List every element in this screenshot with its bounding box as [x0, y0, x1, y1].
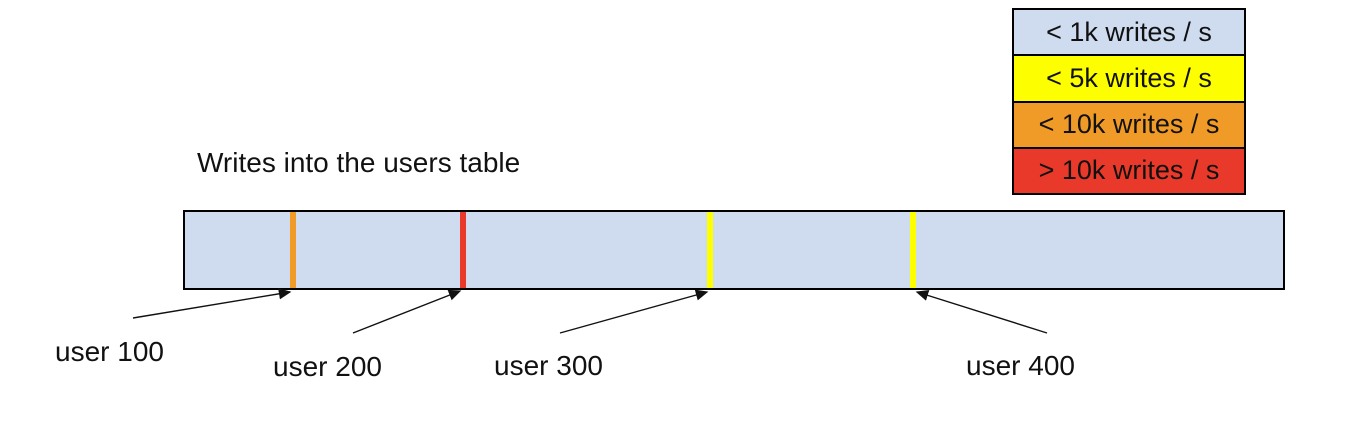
marker-label-user-400: user 400 — [966, 350, 1075, 381]
diagram-title: Writes into the users table — [197, 147, 521, 178]
users-table-keyspace-bar — [183, 210, 1285, 290]
legend-row-2: < 10k writes / s — [1014, 100, 1244, 147]
legend-row-0: < 1k writes / s — [1014, 10, 1244, 55]
legend-label: < 10k writes / s — [1038, 109, 1220, 140]
legend-label: < 1k writes / s — [1046, 16, 1212, 47]
marker-label-user-300: user 300 — [494, 350, 603, 381]
arrow-to-user-300 — [559, 289, 709, 334]
legend-label: > 10k writes / s — [1038, 155, 1220, 186]
hotspot-stripe-user-300 — [707, 212, 713, 288]
marker-label-user-100: user 100 — [55, 336, 164, 367]
arrow-to-user-200 — [352, 289, 462, 334]
legend-row-3: > 10k writes / s — [1014, 146, 1244, 193]
write-rate-legend: < 1k writes / s < 5k writes / s < 10k writ… — [1012, 8, 1246, 195]
legend-row-1: < 5k writes / s — [1014, 54, 1244, 101]
arrow-to-user-100 — [132, 288, 292, 319]
legend-label: < 5k writes / s — [1046, 62, 1212, 93]
hotspot-stripe-user-200 — [460, 212, 466, 288]
arrow-to-user-400 — [915, 290, 1048, 334]
hotspot-stripe-user-100 — [290, 212, 296, 288]
hotspot-stripe-user-400 — [910, 212, 916, 288]
marker-label-user-200: user 200 — [273, 351, 382, 382]
